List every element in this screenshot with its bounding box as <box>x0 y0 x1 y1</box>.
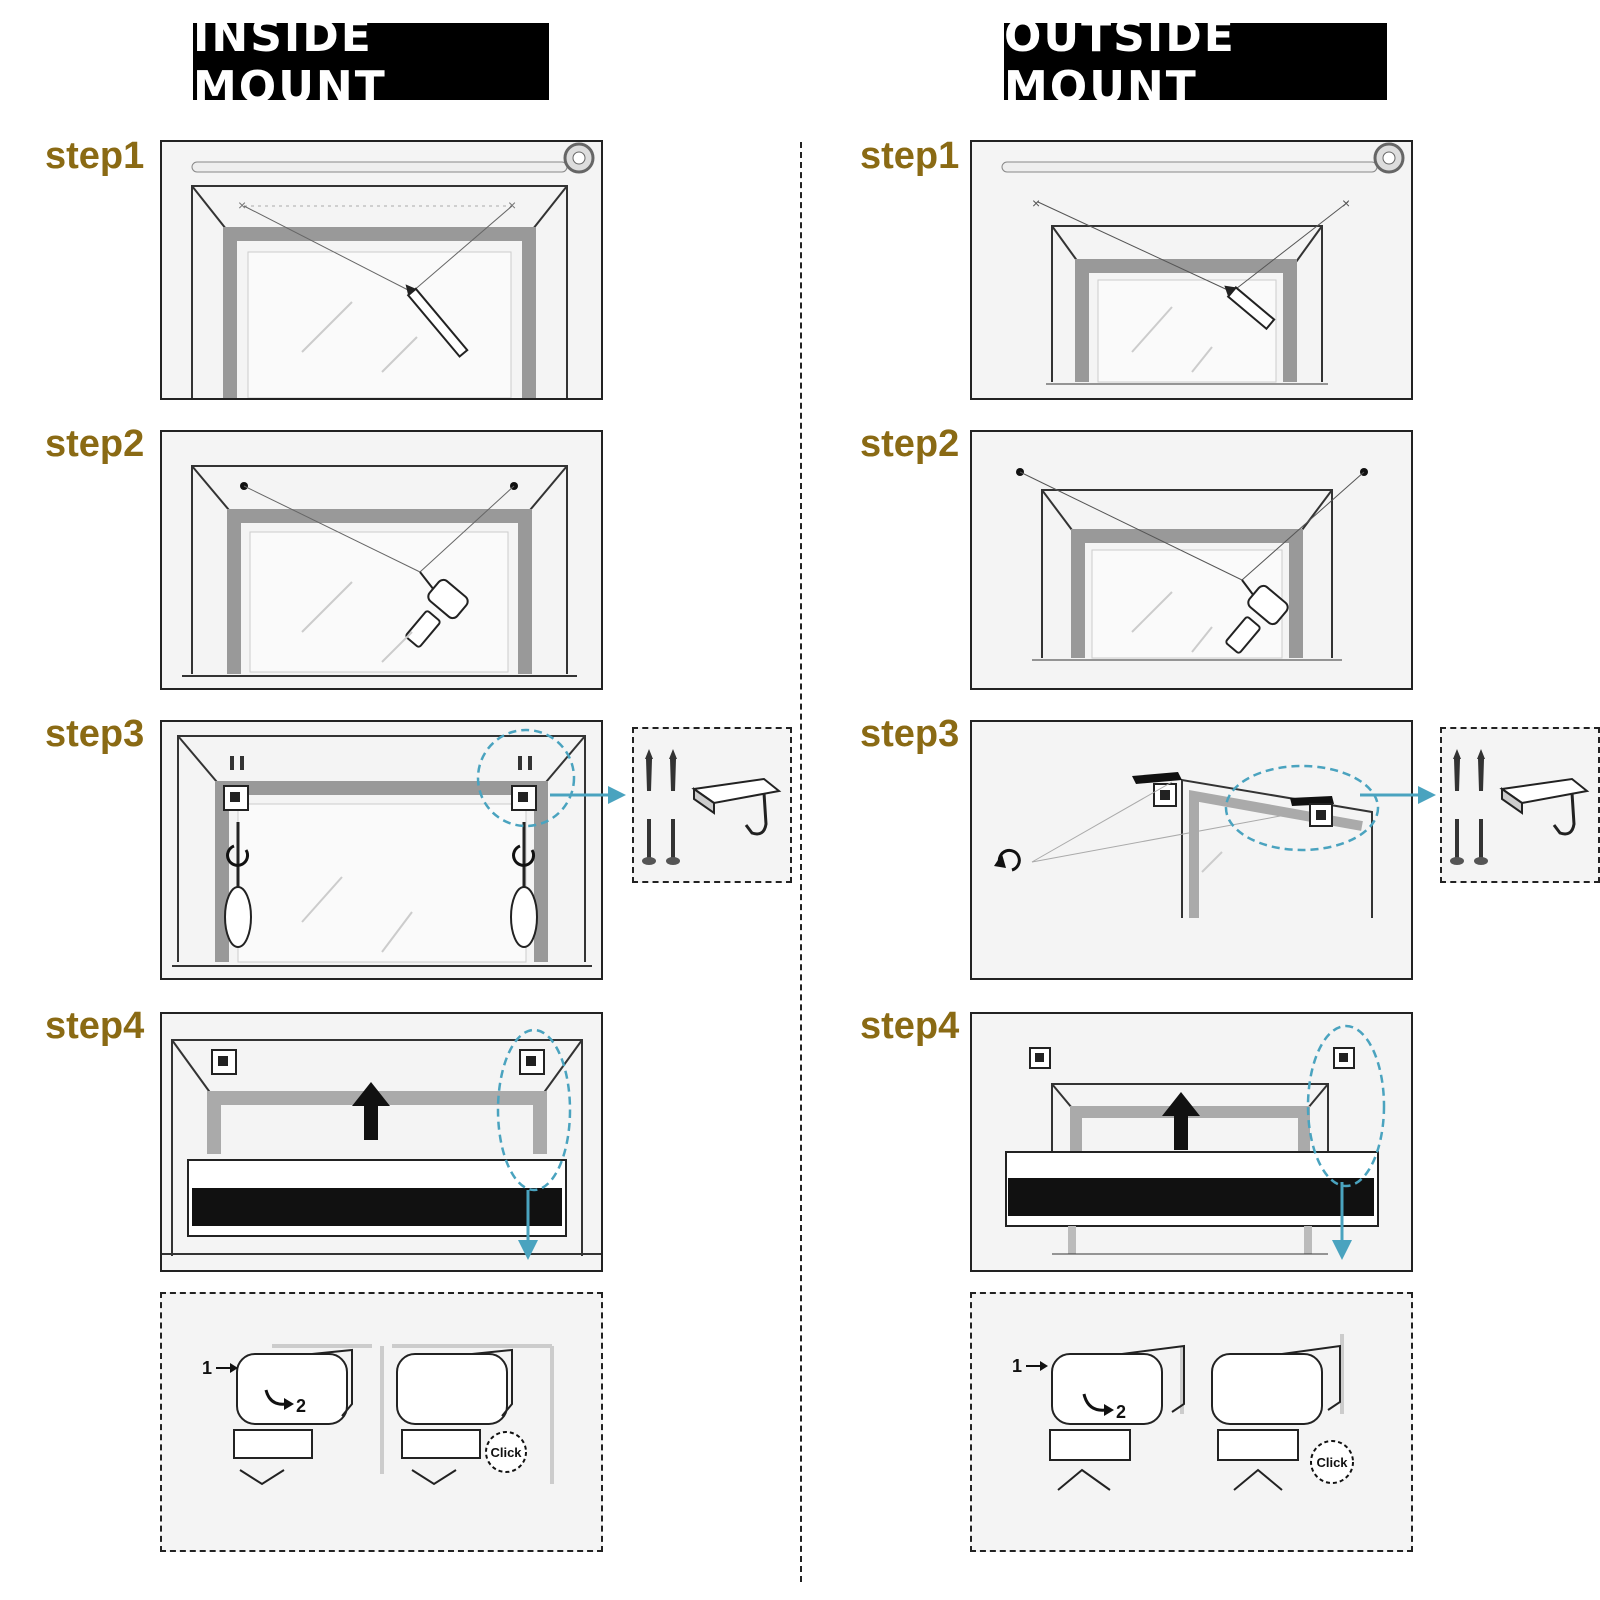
inside-click-detail: 1 2 Click <box>160 1292 603 1552</box>
inside-step2-illustration <box>182 465 577 677</box>
outside-step3-panel <box>970 720 1413 980</box>
right-arrow-icon <box>1040 1361 1048 1371</box>
svg-text:×: × <box>1032 195 1040 211</box>
drill-icon <box>405 571 469 648</box>
hardware-illustration <box>1450 749 1590 865</box>
column-divider <box>800 142 802 1582</box>
inside-step3-panel <box>160 720 603 980</box>
highlight-ellipse <box>1306 1024 1386 1188</box>
down-arrow-icon <box>518 1240 538 1260</box>
click-badge <box>485 1431 527 1473</box>
outside-step1-illustration: × × <box>1001 142 1405 385</box>
outside-step2-illustration <box>1016 468 1368 661</box>
rotate-arrow-icon <box>1082 1393 1107 1412</box>
up-arrow-icon <box>1162 1092 1200 1150</box>
roller-tube-before <box>233 1348 353 1486</box>
outside-click-illustration: 1 2 Click <box>1012 1334 1354 1491</box>
svg-text:×: × <box>238 197 246 213</box>
wall-anchor-icon <box>1453 749 1485 791</box>
inside-step3-label: step3 <box>45 713 145 755</box>
step-number-2: 2 <box>296 1396 306 1416</box>
inside-step2-panel <box>160 430 603 690</box>
outside-step3-hardware-detail <box>1440 727 1600 883</box>
up-arrow-icon <box>352 1082 390 1140</box>
inside-step1-illustration: × × <box>191 142 595 398</box>
screwdriver-left-icon <box>224 886 252 948</box>
pencil-icon <box>1224 285 1276 331</box>
outside-step2-label: step2 <box>860 423 960 465</box>
pencil-icon <box>405 284 469 358</box>
inside-mount-title: INSIDE MOUNT <box>193 11 549 113</box>
outside-step1-label: step1 <box>860 135 960 177</box>
bracket-left-icon <box>223 785 249 811</box>
down-arrow-icon <box>1332 1240 1352 1260</box>
mounting-bracket-icon <box>691 777 782 836</box>
inside-step1-panel: × × <box>160 140 603 400</box>
wall-anchor-icon <box>645 749 677 791</box>
bracket-right-icon <box>519 1049 545 1075</box>
highlight-ellipse <box>496 1028 572 1192</box>
inside-step4-panel <box>160 1012 603 1272</box>
step-number-1: 1 <box>1012 1356 1022 1376</box>
inside-step3-illustration <box>172 728 592 967</box>
screw-icon <box>1450 819 1488 865</box>
right-arrow-icon <box>230 1363 238 1373</box>
bracket-left-icon <box>211 1049 237 1075</box>
bracket-right-icon <box>1333 1047 1355 1069</box>
outside-step3-callout-arrow <box>1360 786 1436 804</box>
click-label: Click <box>490 1445 522 1460</box>
inside-step4-label: step4 <box>45 1005 145 1047</box>
screwdriver-right-icon <box>510 886 538 948</box>
step-number-2: 2 <box>1116 1402 1126 1422</box>
outside-mount-title: OUTSIDE MOUNT <box>1004 11 1387 113</box>
step-number-1: 1 <box>202 1358 212 1378</box>
measuring-tape <box>191 161 568 173</box>
rotate-arrow-icon <box>264 1389 287 1406</box>
roller-tube-after <box>1211 1344 1341 1491</box>
outside-step1-panel: × × <box>970 140 1413 400</box>
outside-step2-panel <box>970 430 1413 690</box>
inside-click-illustration: 1 2 Click <box>202 1344 554 1486</box>
outside-step3-label: step3 <box>860 713 960 755</box>
screw-icon <box>642 819 680 865</box>
bracket-left-icon <box>1029 1047 1051 1069</box>
measuring-tape <box>1001 161 1378 173</box>
inside-step2-label: step2 <box>45 423 145 465</box>
bracket-right-icon <box>1290 796 1334 827</box>
bracket-right-icon <box>511 785 537 811</box>
outside-step4-illustration <box>1005 1024 1386 1260</box>
click-badge <box>1310 1440 1354 1484</box>
outside-step4-panel <box>970 1012 1413 1272</box>
hardware-illustration <box>642 749 782 865</box>
roller-tube-after <box>396 1348 513 1486</box>
roller-tube-before <box>1049 1344 1185 1491</box>
highlight-ellipse <box>1224 764 1380 852</box>
svg-text:×: × <box>508 197 516 213</box>
outside-step3-illustration <box>994 764 1380 918</box>
click-label: Click <box>1316 1455 1348 1470</box>
outside-click-detail: 1 2 Click <box>970 1292 1413 1552</box>
highlight-ellipse <box>476 728 576 828</box>
outside-step4-label: step4 <box>860 1005 960 1047</box>
mounting-bracket-icon <box>1499 777 1590 836</box>
drill-icon <box>1225 579 1289 654</box>
inside-step3-hardware-detail <box>632 727 792 883</box>
inside-step4-illustration <box>162 1028 601 1260</box>
inside-step1-label: step1 <box>45 135 145 177</box>
inside-step3-callout-arrow <box>550 786 626 804</box>
